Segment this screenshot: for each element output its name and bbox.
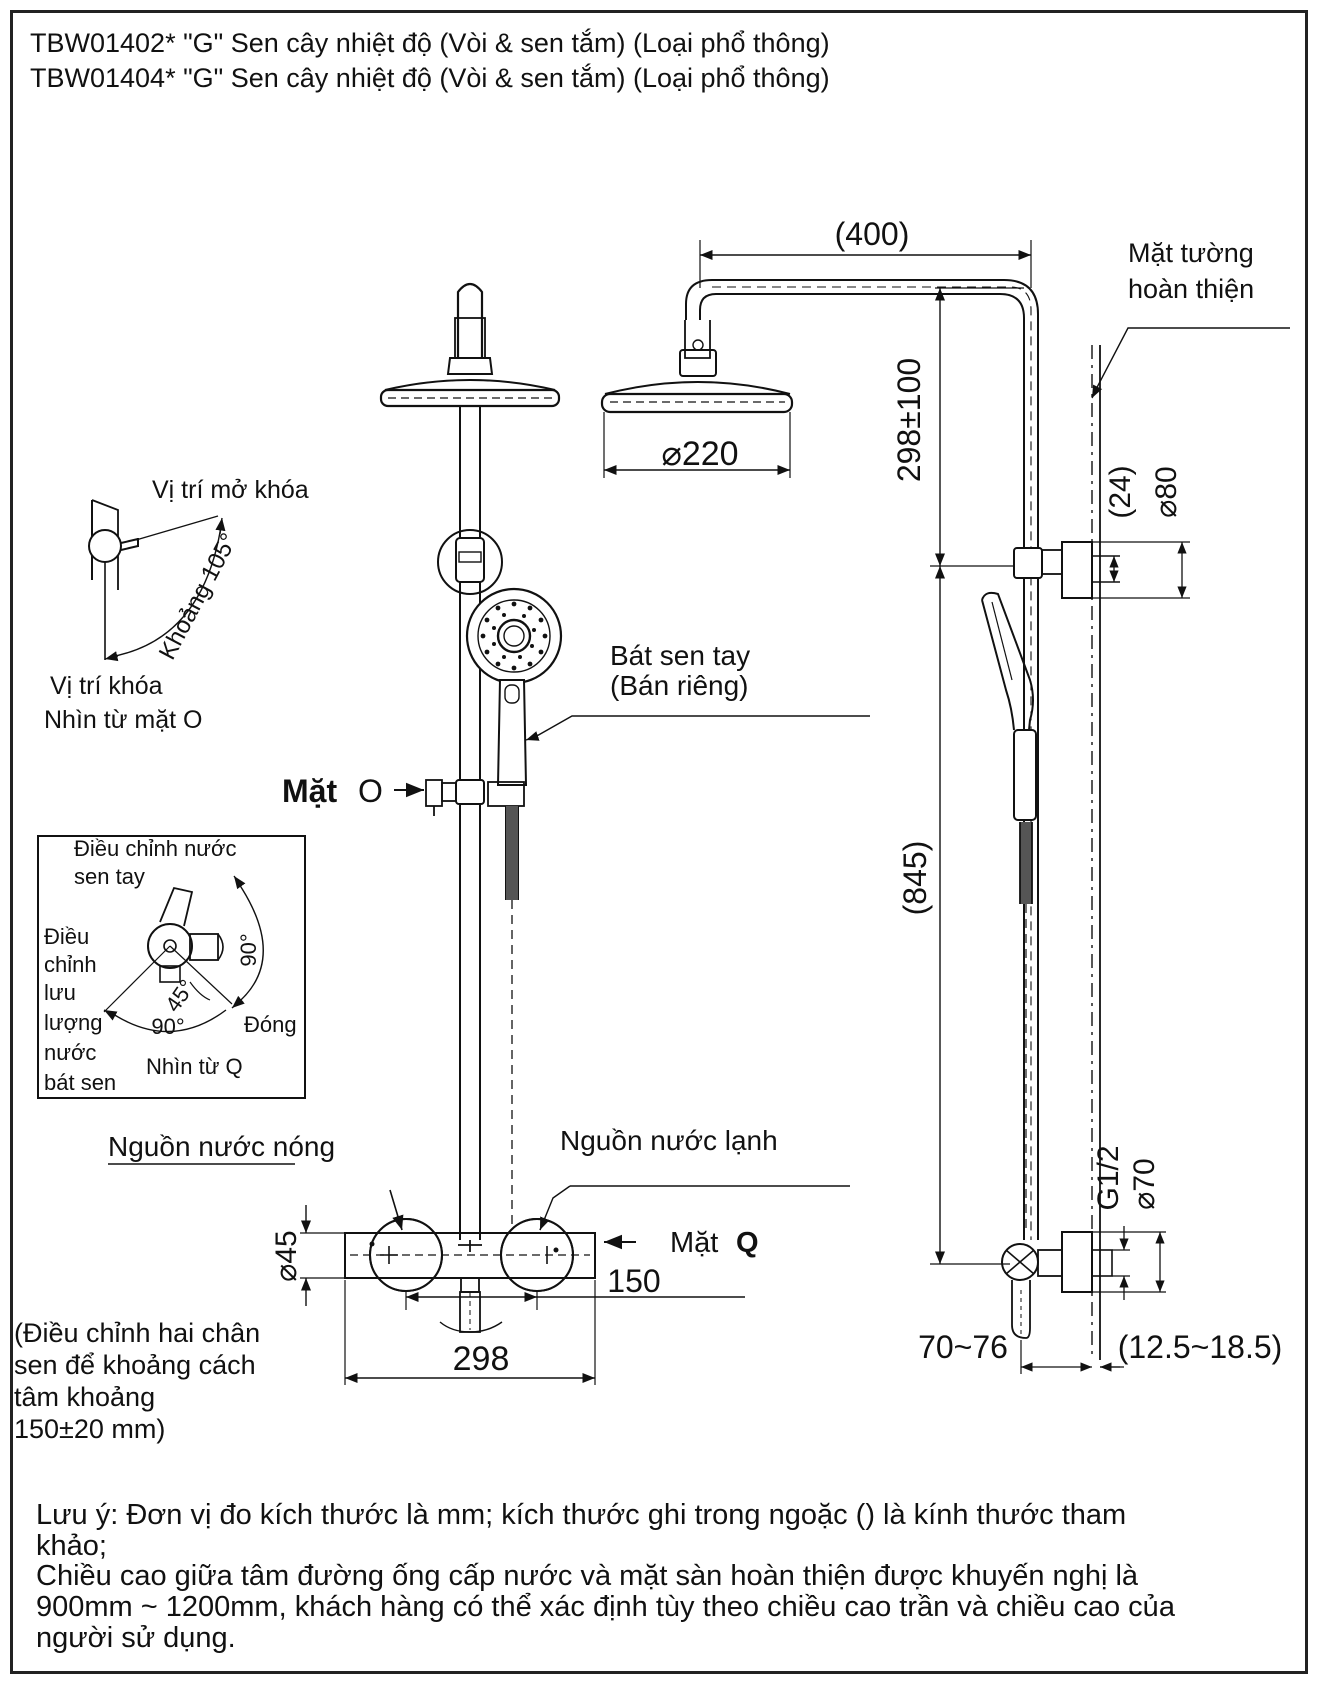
handshower-nozzles (480, 601, 548, 671)
label-face-q-letter: Q (736, 1227, 759, 1259)
title-line-2: TBW01404* "G" Sen cây nhiệt độ (Vòi & se… (30, 63, 830, 93)
side-view (685, 240, 1290, 1374)
inset-view-q: Nhìn từ Q (146, 1054, 243, 1079)
label-cold-source: Nguồn nước lạnh (560, 1125, 778, 1156)
label-face-q-word: Mặt (670, 1227, 718, 1259)
label-adjust-note-3: tâm khoảng (14, 1382, 155, 1412)
dim-body-width: 298 (453, 1340, 510, 1378)
drawing-frame (10, 10, 1308, 1674)
title-line-1: TBW01402* "G" Sen cây nhiệt độ (Vòi & se… (30, 28, 830, 58)
dim-bracket-diameter: ⌀80 (1150, 466, 1183, 517)
label-adjust-note-4: 150±20 mm) (14, 1414, 165, 1444)
inset-angle-90-bottom: 90° (151, 1014, 184, 1039)
handle-inset (37, 835, 306, 1099)
head-diameter-detail (600, 320, 794, 478)
note-line-4: 900mm ~ 1200mm, khách hàng có thể xác đị… (36, 1591, 1175, 1624)
front-view (108, 282, 870, 1385)
note-line-2: khảo; (36, 1529, 107, 1562)
inset-top-line-2: sen tay (74, 864, 145, 889)
dim-arm-length: (400) (835, 216, 910, 252)
note-line-3: Chiều cao giữa tâm đường ống cấp nước và… (36, 1560, 1139, 1593)
dim-body-diameter: ⌀45 (270, 1230, 303, 1281)
notes-block: Lưu ý: Đơn vị đo kích thước là mm; kích … (36, 1500, 1306, 1654)
dim-inlet-thread: G1/2 (1092, 1145, 1125, 1210)
note-line-1: Lưu ý: Đơn vị đo kích thước là mm; kích … (36, 1499, 1127, 1531)
inset-top-line-1: Điều chỉnh nước (74, 836, 236, 861)
dim-rail-length: (845) (897, 841, 933, 916)
dim-height-adjust: 298±100 (891, 358, 927, 482)
label-hot-source: Nguồn nước nóng (108, 1131, 335, 1162)
label-lock-position: Vị trí khóa (50, 672, 163, 700)
label-handshower-line-1: Bát sen tay (610, 640, 750, 671)
label-wall-line-2: hoàn thiện (1128, 274, 1254, 304)
inset-left-line-2: chỉnh (44, 952, 97, 977)
label-wall-line-1: Mặt tường (1128, 238, 1254, 268)
inset-angle-45: 45° (160, 975, 200, 1017)
dim-wall-gap: (12.5~18.5) (1118, 1329, 1283, 1365)
dim-bracket-offset: (24) (1104, 465, 1137, 518)
lock-detail (88, 499, 226, 662)
inset-close: Đóng (244, 1012, 297, 1037)
inset-left-line-6: bát sen (44, 1070, 116, 1095)
inset-left-line-3: lưu (44, 980, 76, 1005)
dim-inlet-spacing: 150 (607, 1263, 660, 1299)
label-adjust-note-2: sen để khoảng cách (14, 1350, 256, 1380)
inset-angle-90-right: 90° (236, 933, 261, 966)
label-handshower-line-2: (Bán riêng) (610, 670, 749, 701)
note-line-5: người sử dụng. (36, 1621, 236, 1654)
label-face-o-letter: O (358, 773, 383, 809)
label-range-105: Khoảng 105° (154, 529, 243, 664)
label-view-o: Nhìn từ mặt O (44, 706, 202, 734)
label-adjust-note-1: (Điều chỉnh hai chân (14, 1318, 260, 1348)
dim-inlet-diameter: ⌀70 (1128, 1158, 1161, 1209)
label-face-o-word: Mặt (282, 773, 337, 809)
dim-depth: 70~76 (918, 1329, 1008, 1365)
dim-head-diameter: ⌀220 (661, 435, 738, 473)
inset-left-line-5: nước (44, 1040, 96, 1065)
inset-left-line-1: Điều (44, 924, 89, 949)
inset-left-line-4: lượng (44, 1010, 103, 1035)
label-unlock-position: Vị trí mở khóa (152, 476, 309, 504)
